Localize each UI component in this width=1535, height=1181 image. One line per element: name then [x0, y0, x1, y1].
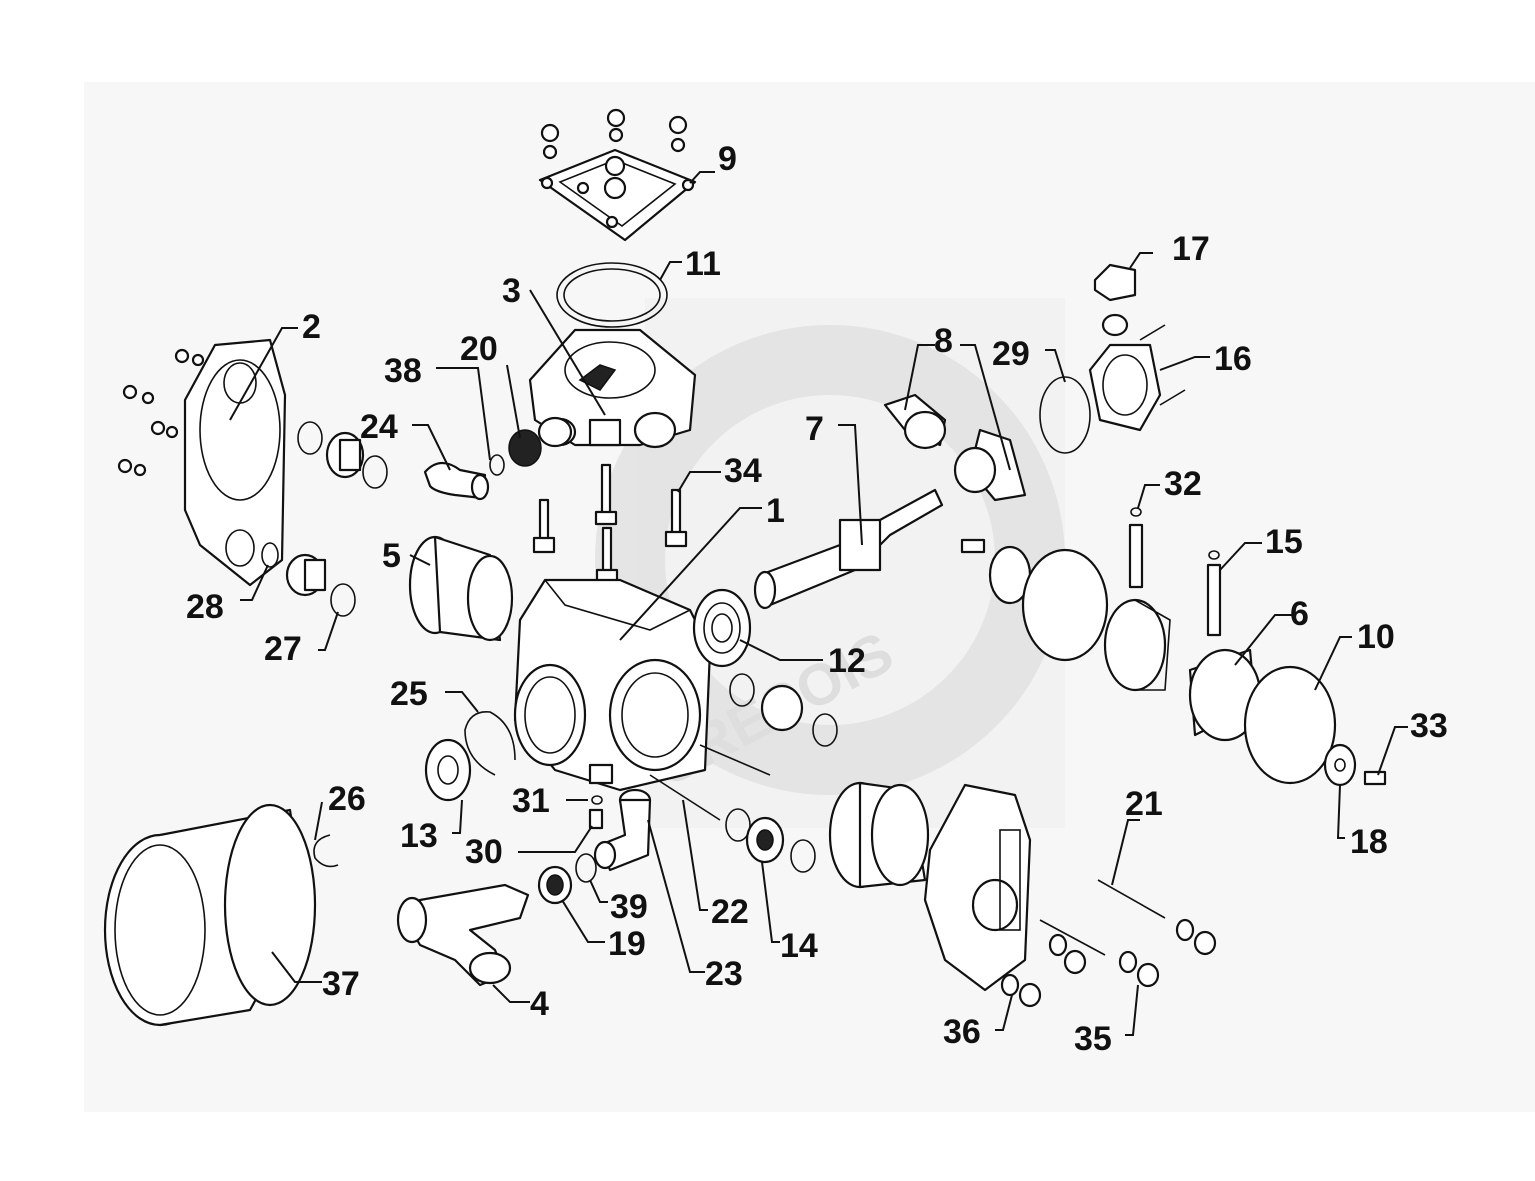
label-part-15: 15 [1265, 523, 1303, 561]
right-side-plate [923, 783, 1032, 992]
part-19-valve [537, 865, 573, 905]
label-part-37: 37 [322, 965, 360, 1003]
label-part-16: 16 [1214, 340, 1252, 378]
part-31-washer [591, 795, 603, 805]
part-labels: 9 11 17 3 2 20 38 8 29 16 24 7 34 32 1 1… [186, 140, 1448, 1058]
part-9-top-cover [538, 108, 697, 242]
label-part-10: 10 [1357, 618, 1395, 656]
label-part-36: 36 [943, 1013, 981, 1051]
part-36-nuts [1000, 933, 1087, 1008]
part-22-studs [649, 744, 771, 821]
label-part-34: 34 [724, 452, 762, 490]
part-16-cover [1088, 313, 1186, 432]
label-part-4: 4 [530, 985, 549, 1023]
right-diaphragm-assembly [960, 538, 1171, 692]
label-part-22: 22 [711, 893, 749, 931]
label-part-25: 25 [390, 675, 428, 713]
part-21-studs [1039, 879, 1166, 956]
label-part-1: 1 [766, 492, 785, 530]
label-part-5: 5 [382, 537, 401, 575]
part-23-elbow [593, 788, 652, 872]
part-2-left-plate [117, 338, 287, 587]
part-30-plug [588, 808, 604, 830]
part-11-oring [556, 262, 668, 328]
part-1-pump-body [513, 578, 712, 792]
label-part-31: 31 [512, 782, 550, 820]
part-28-ring [261, 542, 279, 568]
label-part-9: 9 [718, 140, 737, 178]
label-part-27: 27 [264, 630, 302, 668]
part-10-diaphragm [1243, 665, 1337, 785]
label-part-24: 24 [360, 408, 398, 446]
label-part-21: 21 [1125, 785, 1163, 823]
part-8-conrods [883, 393, 1027, 502]
left-valve-seat [325, 431, 365, 479]
label-part-33: 33 [1410, 707, 1448, 745]
part-12-bearing [692, 588, 752, 668]
part-18-washer [1323, 743, 1357, 787]
label-part-23: 23 [705, 955, 743, 993]
leader-lines [229, 171, 1408, 1036]
label-part-8: 8 [934, 322, 953, 360]
label-part-38: 38 [384, 352, 422, 390]
label-part-17: 17 [1172, 230, 1210, 268]
label-part-39: 39 [610, 888, 648, 926]
part-14-valve [745, 816, 785, 864]
label-part-20: 20 [460, 330, 498, 368]
label-part-12: 12 [828, 642, 866, 680]
part-37-cover [103, 803, 317, 1027]
label-part-30: 30 [465, 833, 503, 871]
part-7-crankshaft [753, 488, 944, 610]
part-4-manifold [396, 883, 530, 987]
part-27-ring [330, 583, 356, 617]
label-part-2: 2 [302, 308, 321, 346]
label-part-7: 7 [805, 410, 824, 448]
part-32-pin [1128, 523, 1144, 589]
label-part-14: 14 [780, 927, 818, 965]
part-24-elbow [423, 461, 490, 501]
label-part-11: 11 [685, 245, 721, 283]
part-34-bolts [532, 463, 688, 586]
left-valve-seat-2 [285, 553, 327, 597]
label-part-26: 26 [328, 780, 366, 818]
part-20-fitting [508, 416, 573, 467]
label-part-32: 32 [1164, 465, 1202, 503]
part-29-oring [1039, 376, 1091, 454]
part-17-cap [1093, 263, 1137, 302]
part-26-circlip [313, 834, 339, 868]
label-part-3: 3 [502, 272, 521, 310]
right-cup [828, 781, 930, 889]
part-15-pin [1206, 563, 1222, 637]
diagram-paper [84, 82, 1535, 1112]
label-part-29: 29 [992, 335, 1030, 373]
part-25-circlip [464, 711, 516, 776]
label-part-13: 13 [400, 817, 438, 855]
part-13-seal [424, 738, 472, 802]
label-part-18: 18 [1350, 823, 1388, 861]
right-valve-seat [760, 684, 804, 732]
part-33-screw [1363, 770, 1387, 786]
label-part-19: 19 [608, 925, 646, 963]
label-part-28: 28 [186, 588, 224, 626]
part-39-ring [575, 853, 597, 883]
part-35-nuts [1118, 918, 1217, 988]
label-part-35: 35 [1074, 1020, 1112, 1058]
part-38-ring [489, 454, 505, 476]
label-part-6: 6 [1290, 595, 1309, 633]
part-6-piston [1188, 648, 1262, 742]
